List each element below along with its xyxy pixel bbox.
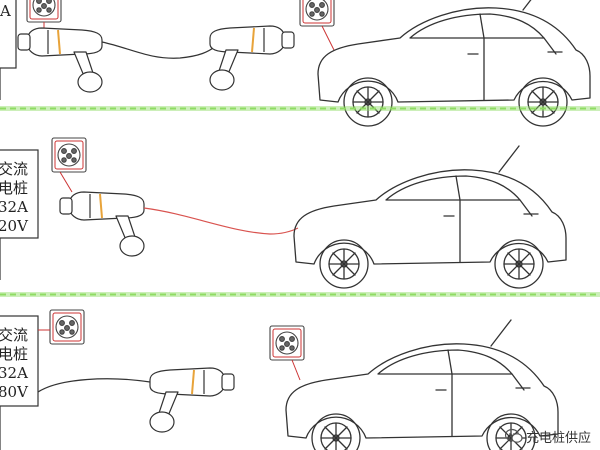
plug-bottom [149, 367, 235, 433]
socket-callout-bottom-left [49, 309, 85, 345]
panel-bottom [0, 309, 559, 450]
charger-box-bottom [0, 315, 39, 407]
charger-label-bottom-line-4: 80V [0, 383, 28, 401]
cable-bottom [37, 378, 151, 393]
plug-middle [59, 191, 145, 257]
car-middle [293, 145, 567, 289]
panel-top [0, 0, 591, 127]
charger-label-middle-line-1: 交流 [0, 160, 29, 178]
cable-middle [143, 207, 299, 235]
cable-top [101, 41, 217, 59]
charger-label-top: A [0, 2, 11, 21]
charger-label-middle-line-3: 32A [0, 198, 28, 216]
charger-label-middle-line-4: 20V [0, 217, 28, 235]
watermark-text: 充电桩供应 [526, 431, 592, 446]
charger-label-top-line-2: A [0, 2, 11, 20]
socket-callout-top-left [26, 0, 62, 23]
charger-box-middle [0, 149, 39, 239]
socket-callout-bottom-right [269, 325, 305, 361]
plug-left-top [17, 27, 103, 93]
charger-label-middle: 交流 电桩 32A 20V [0, 160, 28, 236]
charger-label-bottom-line-3: 32A [0, 364, 28, 382]
charger-label-bottom: 交流 电桩 32A 80V [0, 326, 28, 402]
charger-label-middle-line-2: 电桩 [0, 179, 29, 197]
charger-label-bottom-line-2: 电桩 [0, 345, 29, 363]
charger-label-bottom-line-1: 交流 [0, 326, 29, 344]
plug-right-top [209, 25, 295, 91]
panel-middle [0, 137, 567, 289]
wechat-icon [505, 428, 523, 443]
socket-callout-top-right [299, 0, 335, 27]
charger-box-top [0, 0, 17, 69]
socket-callout-middle [51, 137, 87, 173]
